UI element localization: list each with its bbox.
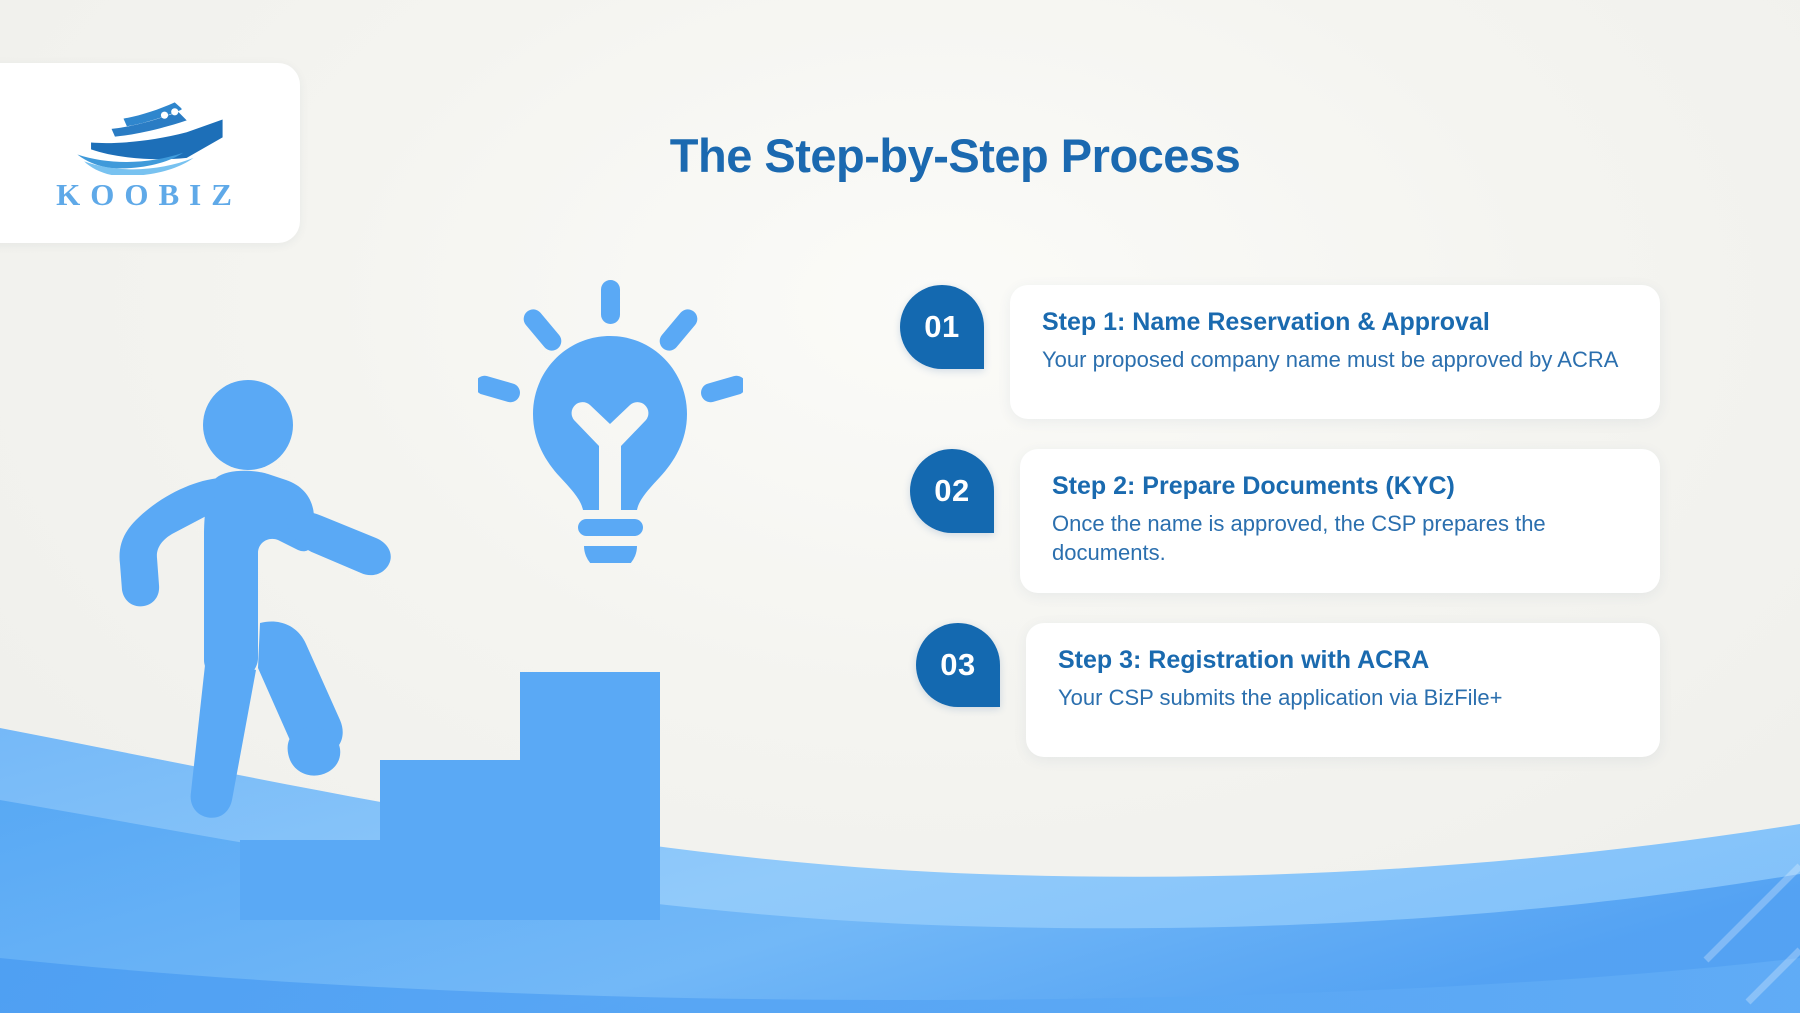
step-number-badge: 02	[910, 449, 994, 533]
step-description: Once the name is approved, the CSP prepa…	[1052, 511, 1546, 566]
step-description: Your CSP submits the application via Biz…	[1058, 685, 1503, 711]
lightbulb-icon	[478, 280, 743, 563]
step-row[interactable]: 02 Step 2: Prepare Documents (KYC) Once …	[910, 449, 1660, 594]
step-card[interactable]: Step 2: Prepare Documents (KYC) Once the…	[1020, 449, 1660, 594]
step-title: Step 2: Prepare Documents (KYC)	[1052, 472, 1455, 500]
steps-list: 01 Step 1: Name Reservation & Approval Y…	[900, 285, 1660, 787]
step-card[interactable]: Step 1: Name Reservation & Approval Your…	[1010, 285, 1660, 419]
cruise-ship-icon	[77, 102, 223, 175]
page-title: The Step-by-Step Process	[669, 129, 1241, 182]
step-row[interactable]: 01 Step 1: Name Reservation & Approval Y…	[900, 285, 1660, 419]
step-number-badge: 01	[900, 285, 984, 369]
step-title: Step 3: Registration with ACRA	[1058, 646, 1430, 675]
step-title: Step 1: Name Reservation & Approval	[1042, 308, 1490, 336]
brand-logo-card[interactable]: KOOBIZ	[0, 63, 300, 243]
person-climbing-stairs-icon	[119, 380, 391, 818]
step-card[interactable]: Step 3: Registration with ACRA Your CSP …	[1026, 623, 1660, 758]
step-description: Your proposed company name must be appro…	[1042, 347, 1619, 372]
step-row[interactable]: 03 Step 3: Registration with ACRA Your C…	[916, 623, 1660, 758]
corner-diagonal-lines	[1703, 863, 1800, 1005]
brand-name: KOOBIZ	[56, 177, 242, 212]
stairs-icon	[240, 672, 660, 920]
step-number-badge: 03	[916, 623, 1000, 708]
